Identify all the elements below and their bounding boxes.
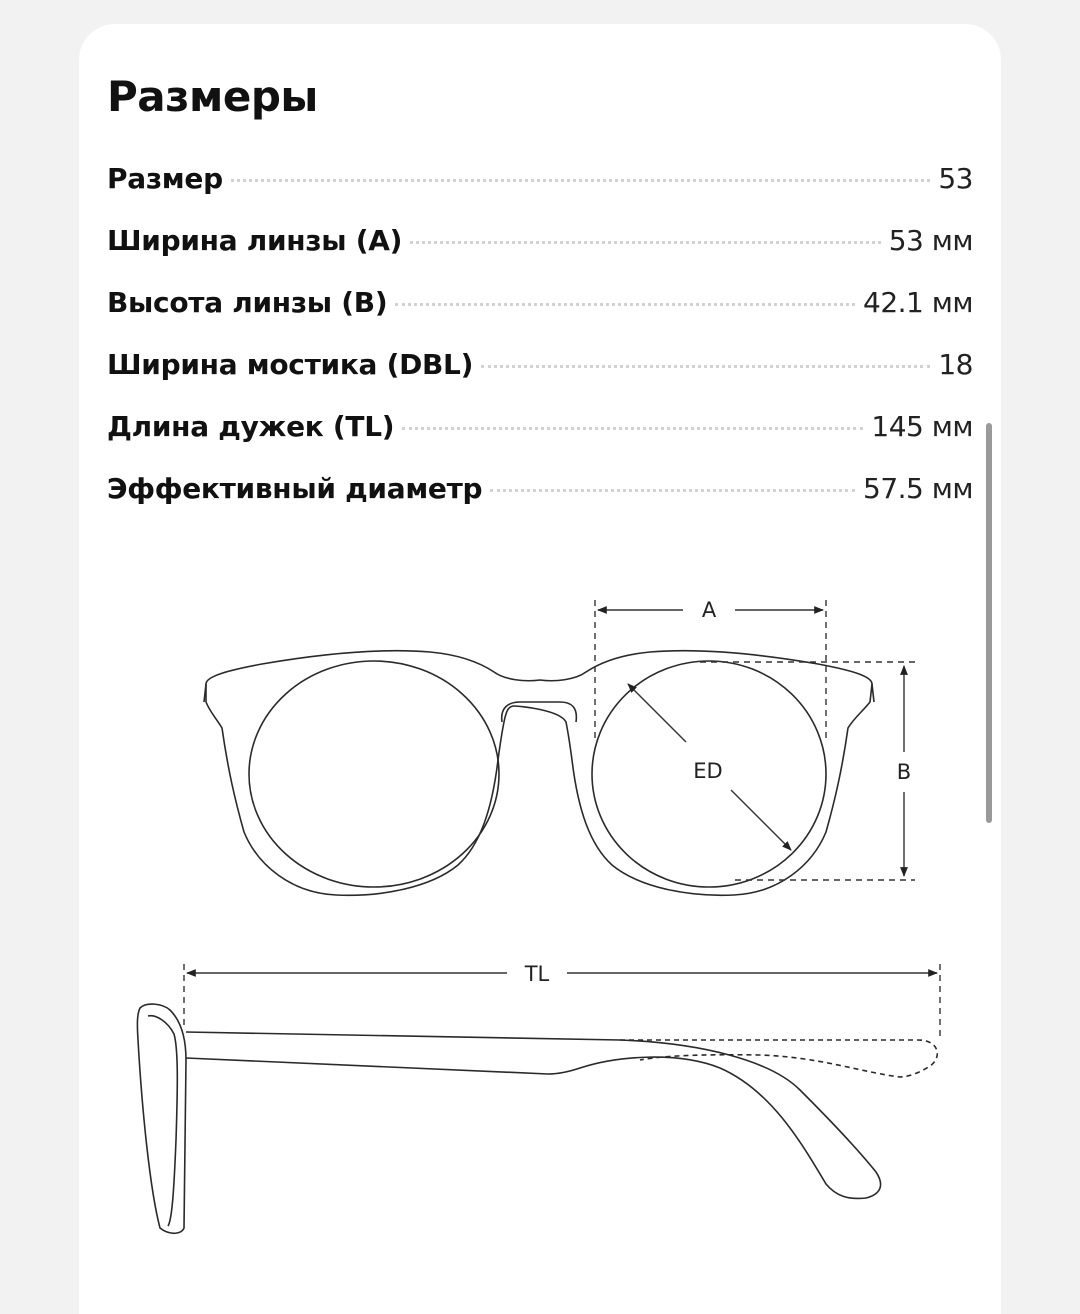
spec-label: Высота линзы (B) [107, 286, 388, 319]
dotted-leader [395, 303, 855, 306]
spec-value: 42.1 мм [863, 286, 974, 319]
spec-row-lens-height: Высота линзы (B) 42.1 мм [107, 272, 974, 334]
hinge-right [871, 683, 875, 703]
spec-value: 145 мм [871, 410, 973, 443]
glasses-side-view [136, 1003, 939, 1235]
spec-value: 53 [938, 162, 973, 195]
spec-row-bridge-width: Ширина мостика (DBL) 18 [107, 334, 973, 396]
spec-row-effective-diameter: Эффективный диаметр 57.5 мм [107, 458, 974, 520]
dotted-leader [481, 365, 931, 368]
dimension-tl [183, 964, 941, 1040]
dimensions-card [79, 24, 1001, 1314]
section-title: Размеры [107, 72, 318, 121]
nose-bridge [500, 701, 578, 723]
glasses-front-view [203, 649, 875, 897]
spec-label: Эффективный диаметр [107, 472, 483, 505]
hinge-left [203, 683, 207, 703]
left-lens [248, 660, 500, 888]
dotted-leader [402, 427, 864, 430]
spec-value: 57.5 мм [863, 472, 974, 505]
spec-label: Длина дужек (TL) [107, 410, 395, 443]
dotted-leader [490, 489, 855, 492]
glasses-dimension-diagram: A B ED TL [136, 598, 941, 1235]
spec-label: Ширина линзы (A) [107, 224, 403, 257]
spec-label: Размер [107, 162, 223, 195]
spec-value: 53 мм [888, 224, 974, 257]
spec-label: Ширина мостика (DBL) [107, 348, 474, 381]
dotted-leader [230, 179, 931, 182]
dimension-ed [627, 683, 792, 851]
dimension-a [594, 600, 827, 740]
dimension-b [700, 661, 915, 881]
side-frame-front [136, 1003, 187, 1235]
temple-arm [185, 1031, 882, 1200]
specs-list: Размер 53 Ширина линзы (A) 53 мм Высота … [107, 148, 974, 520]
temple-straight-dashed [620, 1039, 939, 1078]
spec-row-lens-width: Ширина линзы (A) 53 мм [107, 210, 974, 272]
spec-row-size: Размер 53 [107, 148, 973, 210]
label-ed: ED [693, 759, 722, 783]
label-a: A [702, 598, 717, 622]
scrollbar[interactable] [986, 423, 992, 823]
label-b: B [897, 760, 911, 784]
label-tl: TL [524, 962, 550, 986]
side-lens [147, 1014, 179, 1227]
dotted-leader [410, 241, 881, 244]
frame-outline [205, 649, 873, 897]
right-lens [591, 660, 827, 888]
spec-value: 18 [938, 348, 973, 381]
spec-row-temple-length: Длина дужек (TL) 145 мм [107, 396, 973, 458]
